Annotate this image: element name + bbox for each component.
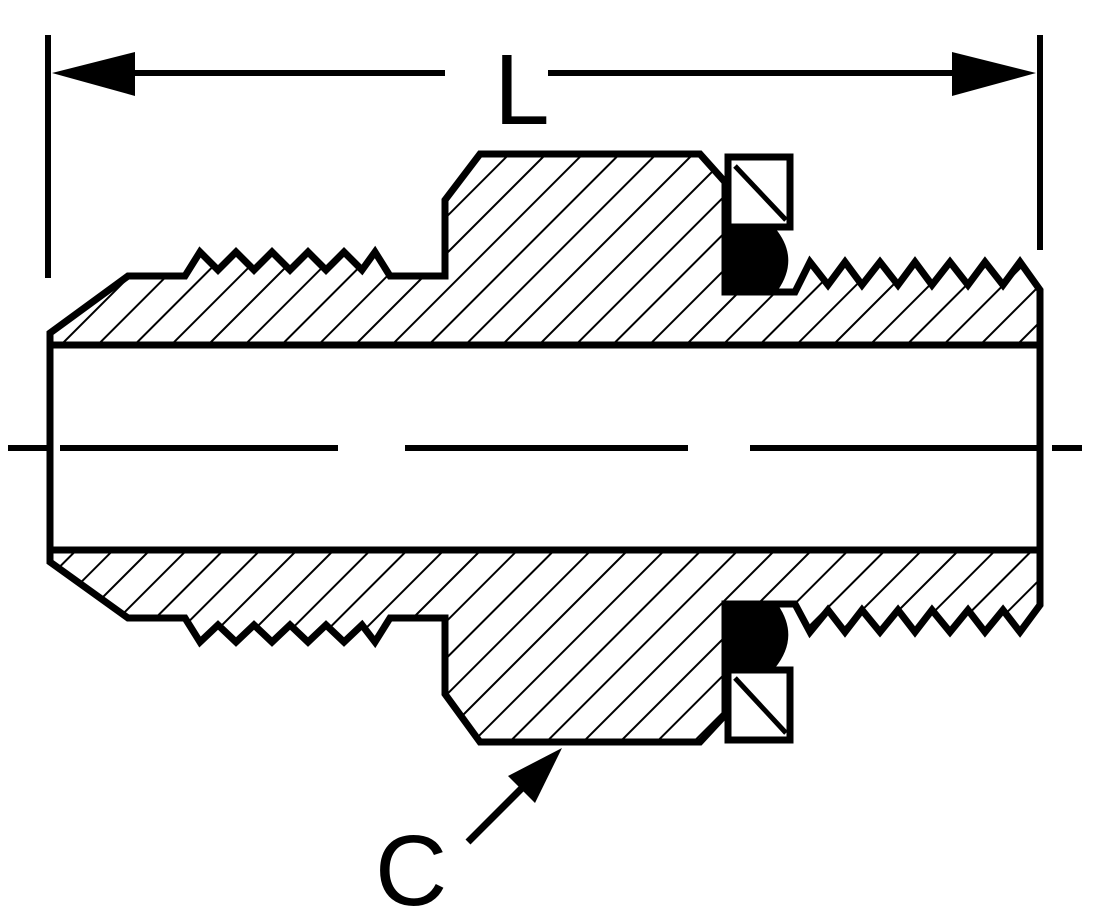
arrowhead-right xyxy=(952,52,1036,96)
lower-body-section xyxy=(46,546,1044,746)
backup-washer-upper xyxy=(724,153,794,231)
length-label: L xyxy=(494,34,550,146)
backup-washer-lower xyxy=(724,666,794,744)
upper-body-section xyxy=(46,150,1044,349)
o-ring-lower xyxy=(728,605,789,668)
callout-label: C xyxy=(375,815,447,923)
o-ring-upper xyxy=(728,228,789,290)
arrowhead-left xyxy=(52,52,135,96)
callout-arrowhead xyxy=(508,748,562,803)
dimension-line xyxy=(52,52,1036,96)
callout-leader xyxy=(465,748,562,845)
